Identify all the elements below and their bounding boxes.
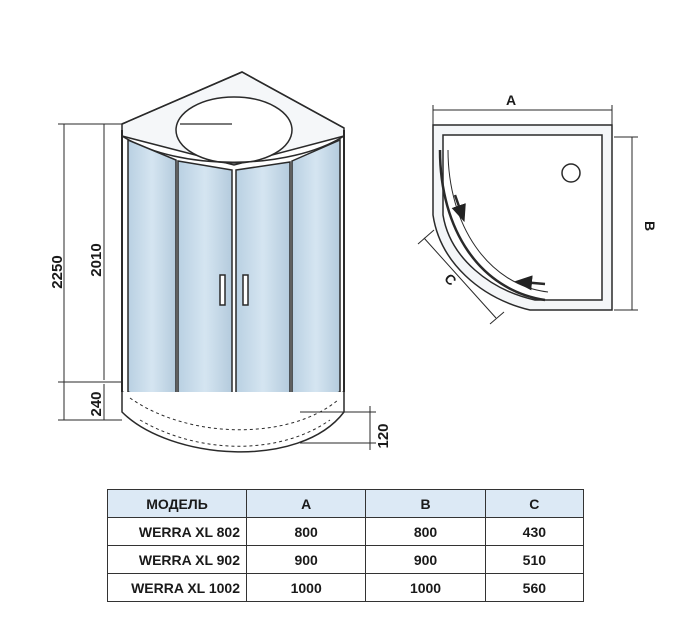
- dim-total-height: 2250: [49, 255, 66, 288]
- cell-c: 560: [484, 573, 585, 602]
- front-view: [58, 71, 376, 453]
- cell-model: WERRA XL 902: [107, 545, 247, 574]
- header-a: A: [245, 489, 367, 518]
- cell-model: WERRA XL 802: [107, 517, 247, 546]
- top-view: [417, 105, 638, 325]
- door-arrow-right: [514, 275, 546, 291]
- header-b: B: [365, 489, 486, 518]
- glass-panel-right: [291, 138, 341, 410]
- cell-c: 510: [484, 545, 585, 574]
- dim-cabin-height: 2010: [88, 243, 105, 276]
- cell-b: 1000: [365, 573, 486, 602]
- cell-a: 900: [245, 545, 367, 574]
- dim-label-a: A: [506, 92, 516, 108]
- table-header-row: МОДЕЛЬ A B C: [107, 489, 585, 518]
- door-handle-left: [219, 274, 226, 306]
- dim-tray-height: 240: [88, 391, 105, 416]
- dim-tray-lip: 120: [375, 423, 392, 448]
- cell-a: 1000: [245, 573, 367, 602]
- model-dimensions-table: МОДЕЛЬ A B C WERRA XL 802 800 800 430 WE…: [107, 489, 585, 602]
- door-handle-right: [242, 274, 249, 306]
- cell-b: 900: [365, 545, 486, 574]
- door-arrow-left: [451, 194, 466, 223]
- dim-label-b: B: [642, 221, 658, 231]
- table-row: WERRA XL 902 900 900 510: [107, 545, 585, 574]
- table-row: WERRA XL 802 800 800 430: [107, 517, 585, 546]
- cell-c: 430: [484, 517, 585, 546]
- glass-panel-left: [127, 138, 177, 410]
- dim-label-c: C: [441, 270, 459, 288]
- roof-shower-disc: [175, 96, 293, 164]
- curved-door: [438, 149, 546, 302]
- front-view-dimensions: 2250 2010 240 120: [49, 243, 392, 448]
- drain-icon: [561, 163, 581, 183]
- cell-model: WERRA XL 1002: [107, 573, 247, 602]
- cell-b: 800: [365, 517, 486, 546]
- header-model: МОДЕЛЬ: [107, 489, 247, 518]
- cell-a: 800: [245, 517, 367, 546]
- header-c: C: [484, 489, 585, 518]
- shower-tray: [121, 392, 345, 453]
- table-row: WERRA XL 1002 1000 1000 560: [107, 573, 585, 602]
